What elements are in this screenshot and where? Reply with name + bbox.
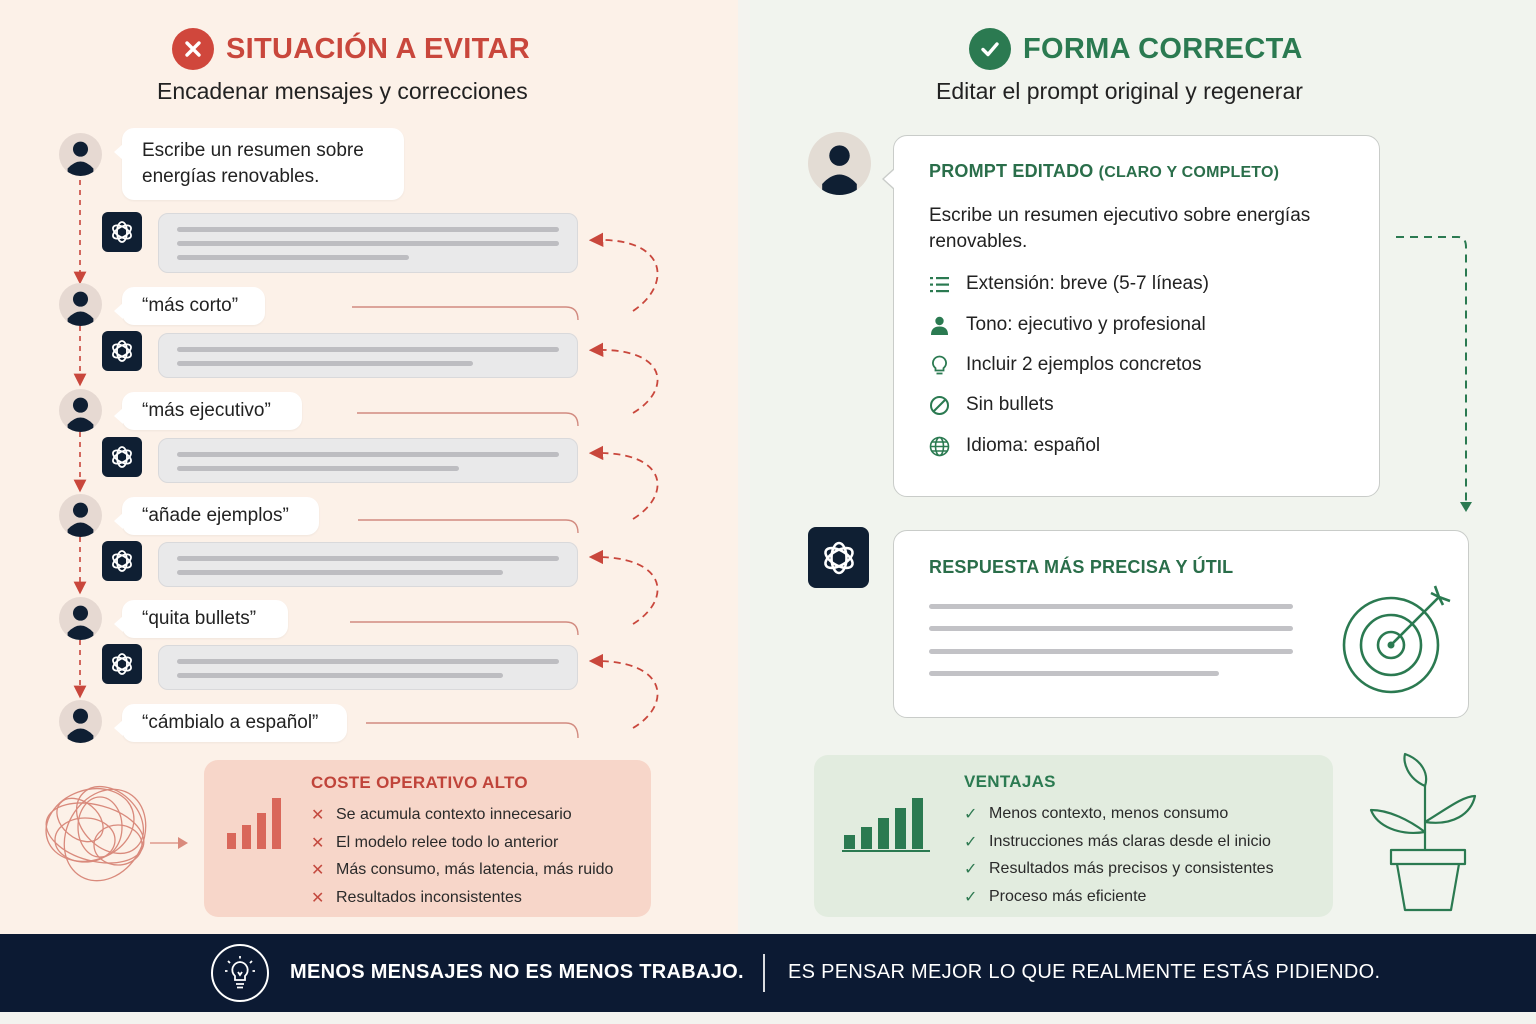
lightbulb-icon [932,355,947,374]
x-circle-icon [172,28,214,70]
footer-banner: MENOS MENSAJES NO ES MENOS TRABAJO. ES P… [0,934,1536,1012]
ai-logo-icon [102,541,142,581]
avatar [59,389,102,432]
prohibited-icon [930,395,949,415]
spec-item: Extensión: breve (5-7 líneas) [929,273,1209,295]
advantage-item: ✓Instrucciones más claras desde el inici… [964,833,1271,851]
spec-item: Incluir 2 ejemplos concretos [929,354,1202,376]
avatar [59,494,102,537]
plant-icon [1369,752,1477,912]
globe-icon [929,436,950,456]
cost-title: COSTE OPERATIVO ALTO [311,773,528,792]
footer-separator [763,954,765,992]
avatar [59,283,102,326]
cost-box: COSTE OPERATIVO ALTO ✕Se acumula context… [204,760,651,917]
ai-logo-icon [102,437,142,477]
edited-prompt-card: PROMPT EDITADO (CLARO Y COMPLETO) Escrib… [882,135,1380,497]
left-subtitle: Encadenar mensajes y correcciones [157,78,528,104]
answer-card: RESPUESTA MÁS PRECISA Y ÚTIL [893,530,1469,718]
x-mark-icon: ✕ [311,862,325,879]
x-mark-icon: ✕ [311,890,325,907]
avatar [59,597,102,640]
ai-reply [158,213,578,273]
ai-reply [158,645,578,690]
spec-item: Sin bullets [929,394,1054,416]
user-message: “añade ejemplos” [114,497,319,535]
ai-reply [158,333,578,378]
right-subtitle: Editar el prompt original y regenerar [936,78,1303,104]
ai-logo-icon [808,527,869,588]
avatar [59,133,102,176]
ai-logo-icon [102,644,142,684]
footer-message: ES PENSAR MEJOR LO QUE REALMENTE ESTÁS P… [788,961,1381,983]
spec-item: Tono: ejecutivo y profesional [929,314,1206,336]
prompt-text: Escribe un resumen ejecutivo sobre energ… [929,205,1311,252]
check-circle-icon [969,28,1011,70]
advantage-item: ✓Resultados más precisos y consistentes [964,860,1274,878]
advantages-title: VENTAJAS [964,772,1056,791]
left-title-text: SITUACIÓN A EVITAR [226,32,530,65]
bar-chart-icon [227,798,281,849]
left-title: SITUACIÓN A EVITAR [172,28,530,70]
bar-chart-icon [842,798,930,852]
spec-item: Idioma: español [929,435,1100,457]
advantage-item: ✓Menos contexto, menos consumo [964,805,1229,823]
user-message: “quita bullets” [114,600,288,638]
user-message: “más ejecutivo” [114,392,302,430]
right-title: FORMA CORRECTA [969,28,1303,70]
ai-reply [158,542,578,587]
x-mark-icon: ✕ [311,835,325,852]
list-icon [930,276,949,292]
right-title-text: FORMA CORRECTA [1023,32,1303,65]
cost-item: ✕Resultados inconsistentes [311,889,522,907]
user-message: “más corto” [114,287,265,325]
check-icon: ✓ [964,834,978,851]
person-icon [931,316,948,335]
ai-logo-icon [102,212,142,252]
cost-item: ✕Se acumula contexto innecesario [311,806,572,824]
flow-arrow [1396,236,1472,512]
ai-reply [158,438,578,483]
cost-item: ✕Más consumo, más latencia, más ruido [311,861,614,879]
lightbulb-icon [211,944,269,1002]
footer-bold-message: MENOS MENSAJES NO ES MENOS TRABAJO. [290,961,744,983]
advantages-box: VENTAJAS ✓Menos contexto, menos consumo … [814,755,1333,917]
avatar [808,132,871,195]
avatar [59,700,102,743]
check-icon: ✓ [964,806,978,823]
tangle-scribble-icon [45,785,188,882]
x-mark-icon: ✕ [311,807,325,824]
ai-logo-icon [102,331,142,371]
check-icon: ✓ [964,861,978,878]
cost-item: ✕El modelo relee todo lo anterior [311,834,559,852]
check-icon: ✓ [964,889,978,906]
answer-title: RESPUESTA MÁS PRECISA Y ÚTIL [929,557,1234,577]
advantage-item: ✓Proceso más eficiente [964,888,1147,906]
user-message: “cámbialo a español” [114,704,347,742]
prompt-heading: PROMPT EDITADO (CLARO Y COMPLETO) [929,161,1280,181]
user-message: Escribe un resumen sobre energías renova… [114,128,404,200]
target-icon [1342,585,1451,694]
